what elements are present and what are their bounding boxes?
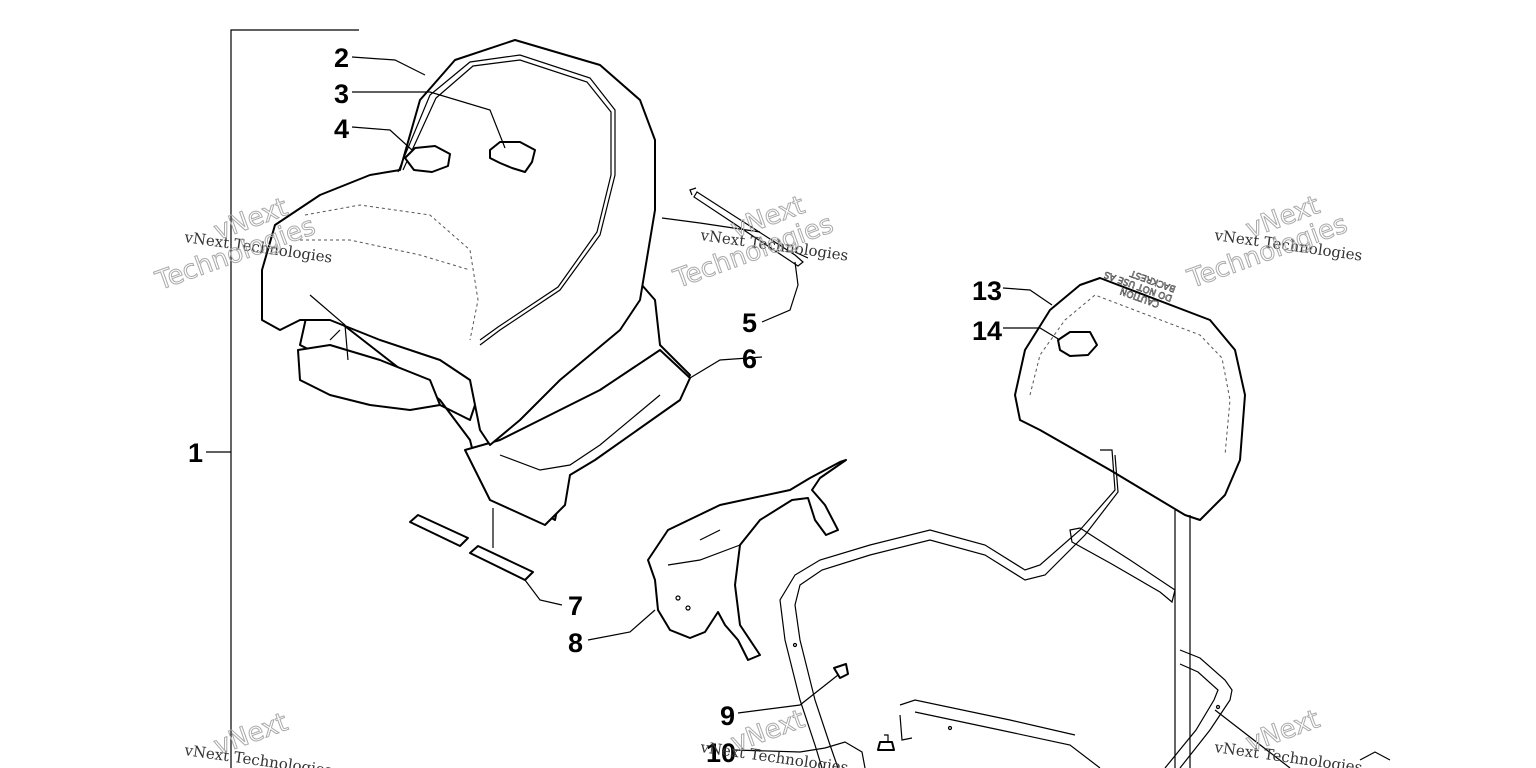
callout-6: 6	[742, 344, 757, 374]
leader-lines	[351, 56, 1061, 753]
foam-patch	[404, 145, 451, 173]
watermark-2: vNext Technologies vNext Technologies	[669, 190, 850, 296]
seat-latch-rod	[689, 187, 809, 267]
watermark-3: vNext Technologies vNext Technologies	[1183, 190, 1364, 296]
callout-1: 1	[188, 438, 203, 468]
seat-cover-patch	[489, 141, 536, 173]
callout-8: 8	[568, 628, 583, 658]
callout-14: 14	[972, 316, 1002, 346]
seat-assembly	[261, 39, 691, 526]
callouts: 1 2 3 4 5 6 7 8 9 10 13 14	[188, 43, 1002, 768]
backrest-foam-patch	[1057, 331, 1098, 357]
watermark-6: vNext Technologies vNext	[1212, 704, 1363, 768]
hook-loop-strips	[409, 508, 534, 581]
seat-frame	[779, 449, 1391, 768]
screw-hardware	[824, 663, 895, 768]
passenger-backrest: CAUTION DO NOT USE AS BACKREST	[1014, 267, 1246, 521]
callout-13: 13	[972, 276, 1002, 306]
seat-side-cover	[647, 459, 847, 661]
callout-3: 3	[334, 79, 349, 109]
callout-7: 7	[568, 591, 583, 621]
callout-2: 2	[334, 43, 349, 73]
watermark-4: vNext Technologies vNext	[182, 707, 333, 768]
callout-5: 5	[742, 308, 757, 338]
callout-9: 9	[720, 701, 735, 731]
assembly-bracket	[206, 29, 359, 768]
callout-10: 10	[706, 738, 736, 768]
callout-4: 4	[334, 114, 349, 144]
